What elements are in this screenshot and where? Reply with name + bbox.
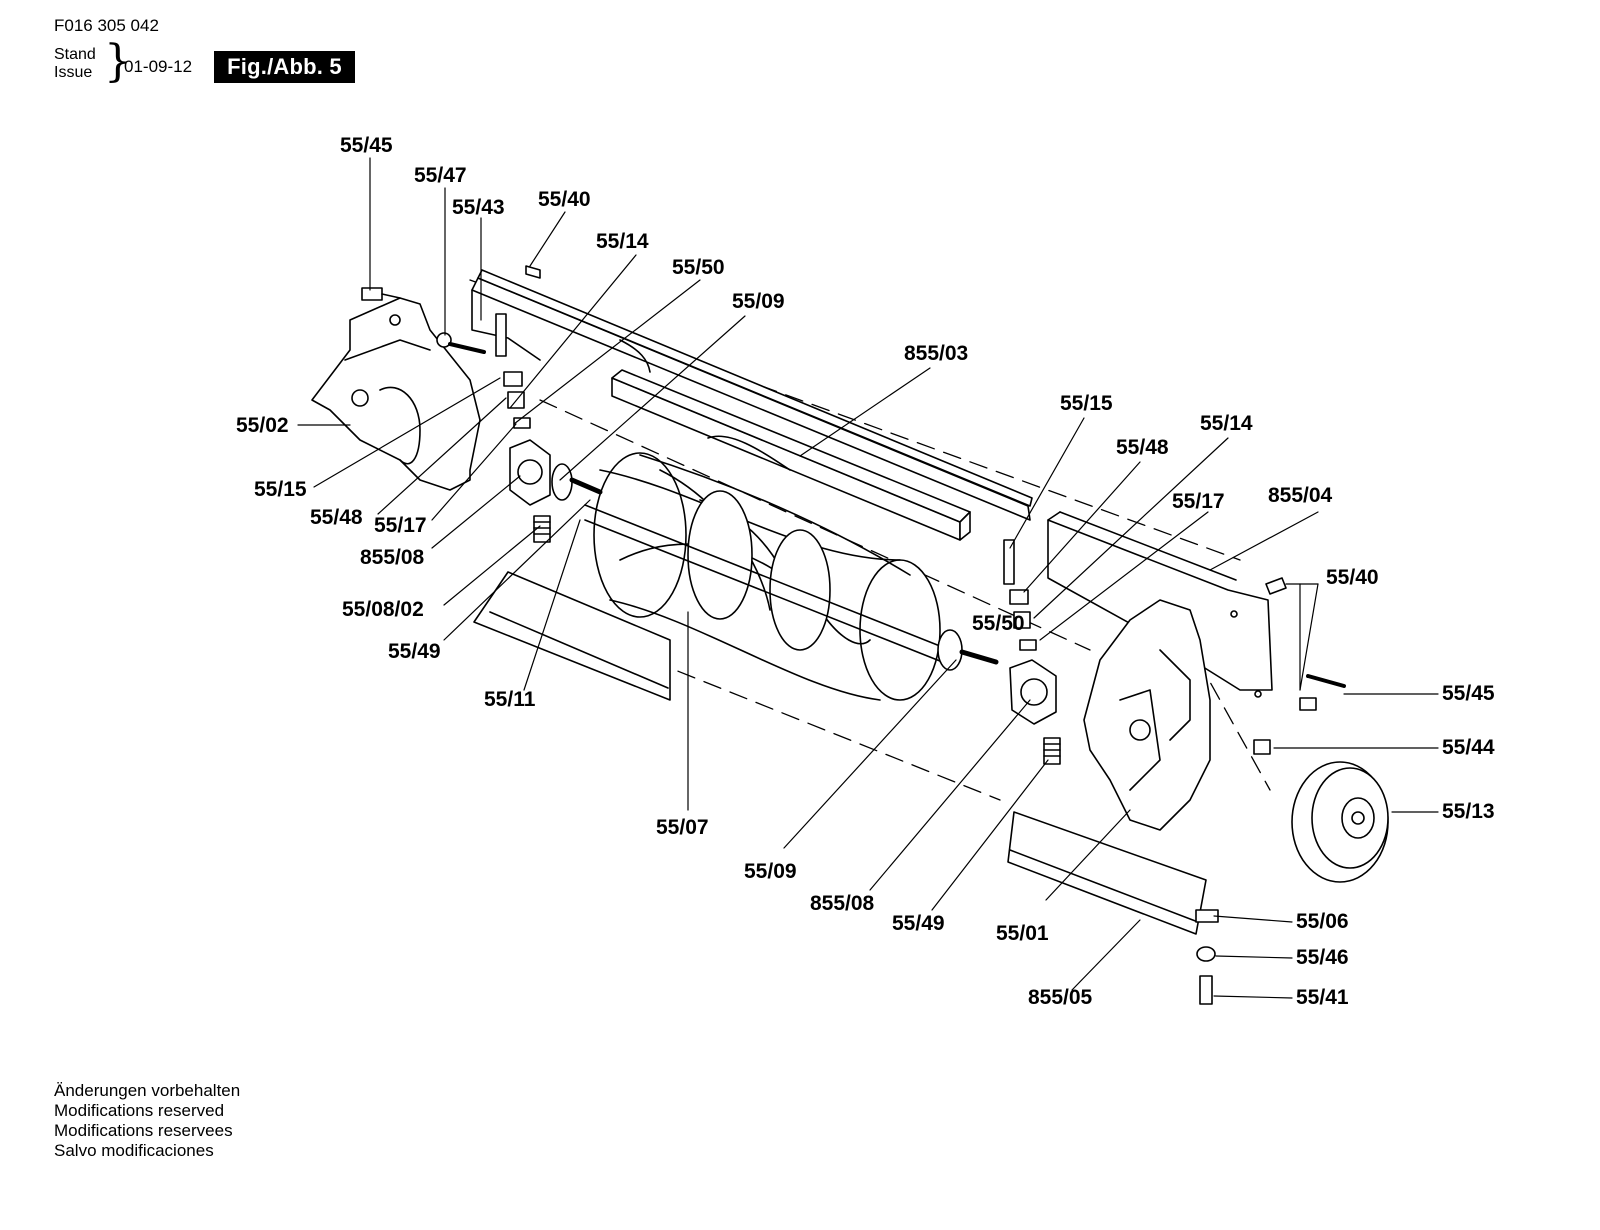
part-callout: 55/48 (1116, 436, 1169, 459)
figure-badge: Fig./Abb. 5 (214, 51, 355, 83)
right-side-plate (1083, 599, 1211, 831)
part-callout: 55/46 (1296, 946, 1349, 969)
part-callout: 855/08 (360, 546, 425, 569)
left-bearing-assembly (509, 439, 603, 543)
part-callout: 55/02 (236, 414, 289, 437)
footer-note-fr: Modifications reservees (54, 1121, 233, 1140)
part-callout: 55/45 (1442, 682, 1495, 705)
document-number: F016 305 042 (54, 16, 159, 35)
footer-note-es: Salvo modificaciones (54, 1141, 214, 1160)
part-callout: 55/17 (1172, 490, 1225, 513)
cutting-reel (584, 452, 951, 701)
part-callout: 855/04 (1268, 484, 1333, 507)
part-callout: 55/07 (656, 816, 709, 839)
left-bottom-blade (473, 571, 671, 701)
stand-label: Stand (54, 46, 96, 63)
stand-issue-labels: Stand Issue (54, 46, 96, 82)
left-side-plate (311, 297, 481, 491)
issue-date: 01-09-12 (124, 57, 193, 76)
fasteners (361, 265, 1346, 1005)
leader-lines (297, 157, 1439, 999)
part-callout: 55/13 (1442, 800, 1495, 823)
issue-label: Issue (54, 64, 93, 81)
part-callout: 55/09 (732, 290, 785, 313)
part-callout: 55/01 (996, 922, 1049, 945)
part-callout: 855/03 (904, 342, 968, 365)
part-callout: 55/11 (484, 688, 536, 711)
part-callout: 55/49 (388, 640, 441, 663)
part-callout: 55/47 (414, 164, 467, 187)
footer-note-de: Änderungen vorbehalten (54, 1081, 241, 1100)
square-shaft (611, 369, 971, 541)
part-callout: 55/14 (1200, 412, 1253, 435)
brace-symbol: } (104, 36, 132, 87)
drive-wheel (1291, 761, 1389, 883)
part-callout: 55/40 (538, 188, 591, 211)
part-callout: 55/41 (1296, 986, 1349, 1009)
part-callout: 55/06 (1296, 910, 1349, 933)
part-callout: 55/50 (972, 612, 1025, 635)
part-callout: 55/08/02 (342, 598, 424, 621)
part-callout: 855/05 (1028, 986, 1093, 1009)
part-callout: 55/48 (310, 506, 363, 529)
part-callout: 55/43 (452, 196, 505, 219)
part-callout: 55/50 (672, 256, 725, 279)
footer-notes: Änderungen vorbehalten Modifications res… (54, 1081, 240, 1161)
part-callout: 55/40 (1326, 566, 1379, 589)
part-callout: 55/49 (892, 912, 945, 935)
part-callout: 55/14 (596, 230, 649, 253)
part-callout: 855/08 (810, 892, 875, 915)
part-callout: 55/45 (340, 134, 393, 157)
right-bottom-blade (1007, 811, 1207, 935)
part-callout: 55/44 (1442, 736, 1495, 759)
part-callout: 55/09 (744, 860, 797, 883)
part-callout: 55/15 (1060, 392, 1113, 415)
right-bearing-assembly (937, 629, 1061, 765)
part-callout: 55/15 (254, 478, 307, 501)
part-callout: 55/17 (374, 514, 427, 537)
footer-note-en: Modifications reserved (54, 1101, 225, 1120)
